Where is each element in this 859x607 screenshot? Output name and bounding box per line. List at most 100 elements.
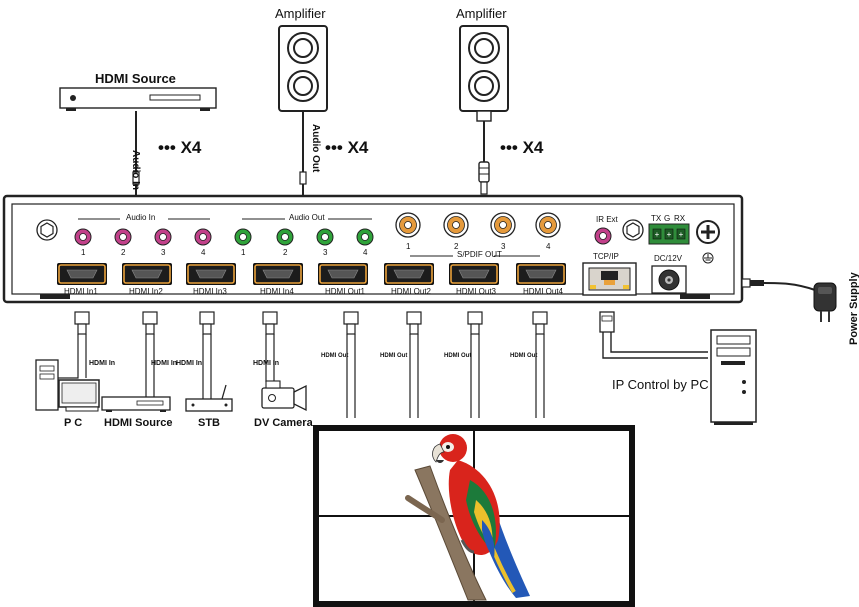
stb-device-icon: [185, 384, 233, 412]
spdif-jack-2-icon: [443, 212, 469, 238]
network-cable-icon: [599, 311, 708, 359]
amplifier-2-icon: [459, 25, 509, 112]
terminal-block-icon: + + +: [648, 223, 690, 245]
audio-out-port-2-number: 2: [283, 248, 288, 257]
audio-in-jack-1-icon: [74, 228, 92, 246]
amplifier-1-title: Amplifier: [275, 6, 326, 21]
hdmi-in-cable-4-icon: [262, 311, 278, 382]
hdmi-out-cable-3-label: HDMI Out: [444, 353, 472, 359]
svg-text:+: +: [667, 230, 672, 239]
terminal-tx-label: TX: [651, 214, 662, 223]
spdif-jack-3-icon: [490, 212, 516, 238]
hdmi-port-3-icon: [186, 263, 236, 285]
audio-in-jack-3-icon: [154, 228, 172, 246]
hdmi-out-cable-1-icon: [343, 311, 359, 418]
audio-out-port-3-number: 3: [323, 248, 328, 257]
hdmi-out-cable-1-label: HDMI Out: [321, 353, 349, 359]
audio-in-port-4-number: 4: [201, 248, 206, 257]
stb-label: STB: [198, 417, 220, 429]
parrot-image-icon: [405, 434, 530, 601]
hdmi-port-1-label: HDMI In1: [64, 287, 98, 296]
audio-in-port-3-number: 3: [161, 248, 166, 257]
hdmi-out-cable-4-label: HDMI Out: [510, 353, 538, 359]
power-adapter-icon: [813, 282, 837, 322]
pc-computer-icon: [35, 359, 100, 412]
hdmi-port-5-label: HDMI Out1: [325, 287, 366, 296]
hdmi-in-cable-1-icon: [55, 311, 90, 388]
audio-out-port-1-number: 1: [241, 248, 246, 257]
hdmi-port-6-label: HDMI Out2: [391, 287, 432, 296]
hdmi-source-box-icon: [59, 87, 217, 111]
hdmi-in-cable-4-label: HDMI In: [253, 360, 280, 367]
hdmi-in-cable-2-icon: [142, 311, 158, 397]
audio-out-jack-2-icon: [276, 228, 294, 246]
multiplier-3: ••• X4: [500, 138, 544, 157]
dc-12v-label: DC/12V: [654, 254, 683, 263]
audio-in-port-2-number: 2: [121, 248, 126, 257]
dv-camera-icon: [261, 380, 307, 412]
audio-out-jack-4-icon: [356, 228, 374, 246]
audio-out-port-4-number: 4: [363, 248, 368, 257]
hdmi-port-5-icon: [318, 263, 368, 285]
spdif-cable-icon: [476, 110, 492, 195]
hdmi-out-cable-2-icon: [406, 311, 422, 418]
hdmi-port-8-label: HDMI Out4: [523, 287, 564, 296]
hdmi-port-3-label: HDMI In3: [193, 287, 227, 296]
hdmi-in-cable-2-label: HDMI In: [151, 360, 178, 367]
pc-tower-right-icon: [710, 329, 757, 425]
audio-in-group-label: Audio In: [126, 213, 156, 222]
audio-in-jack-4-icon: [194, 228, 212, 246]
svg-text:+: +: [679, 230, 684, 239]
hdmi-out-cable-2-label: HDMI Out: [380, 353, 408, 359]
spdif-port-4-number: 4: [546, 242, 551, 251]
terminal-rx-label: RX: [674, 214, 686, 223]
spdif-port-2-number: 2: [454, 242, 459, 251]
pc-label: P C: [64, 417, 83, 429]
audio-in-port-1-number: 1: [81, 248, 86, 257]
audio-out-group-label: Audio Out: [289, 213, 325, 222]
dc-jack-icon: [651, 265, 687, 294]
hdmi-port-7-icon: [449, 263, 499, 285]
spdif-jack-4-icon: [535, 212, 561, 238]
power-cable-icon: [741, 278, 816, 291]
hdmi-port-1-icon: [57, 263, 107, 285]
dv-camera-label: DV Camera: [254, 417, 313, 429]
audio-out-cable-icon: [299, 111, 307, 196]
hdmi-in-cable-3-label: HDMI In: [176, 360, 203, 367]
audio-in-cable-label: Audio In: [130, 150, 141, 190]
hdmi-source-device-icon: [101, 396, 171, 412]
hdmi-port-6-icon: [384, 263, 434, 285]
multiplier-2: ••• X4: [325, 138, 369, 157]
audio-in-jack-2-icon: [114, 228, 132, 246]
hdmi-source-title: HDMI Source: [95, 71, 176, 86]
hdmi-port-4-label: HDMI In4: [260, 287, 294, 296]
ir-ext-label: IR Ext: [596, 215, 618, 224]
spdif-port-1-number: 1: [406, 242, 411, 251]
amplifier-2-title: Amplifier: [456, 6, 507, 21]
amplifier-1-icon: [278, 25, 328, 112]
hdmi-out-cable-3-icon: [467, 311, 483, 418]
ir-ext-jack-icon: [594, 227, 612, 245]
terminal-g-label: G: [664, 214, 671, 223]
audio-out-cable-label: Audio Out: [310, 124, 321, 173]
power-supply-label: Power Supply: [848, 272, 859, 345]
audio-in-cable-icon: [132, 111, 140, 196]
hdmi-in-cable-3-icon: [199, 311, 215, 399]
ip-control-label: IP Control by PC: [612, 377, 709, 392]
hdmi-port-2-icon: [122, 263, 172, 285]
rj45-port-icon: [582, 262, 637, 296]
hdmi-port-8-icon: [516, 263, 566, 285]
screw-knob-right-icon: [622, 219, 644, 241]
spdif-jack-1-icon: [395, 212, 421, 238]
hdmi-port-2-label: HDMI In2: [129, 287, 163, 296]
hdmi-port-4-icon: [253, 263, 303, 285]
svg-text:+: +: [655, 230, 660, 239]
hdmi-in-cable-1-label: HDMI In: [89, 360, 116, 367]
hdmi-out-cable-4-icon: [532, 311, 548, 418]
ground-screw-icon: [696, 220, 720, 264]
hdmi-source-device-label: HDMI Source: [104, 417, 173, 429]
audio-out-jack-1-icon: [234, 228, 252, 246]
multiplier-1: ••• X4: [158, 138, 202, 157]
audio-out-jack-3-icon: [316, 228, 334, 246]
